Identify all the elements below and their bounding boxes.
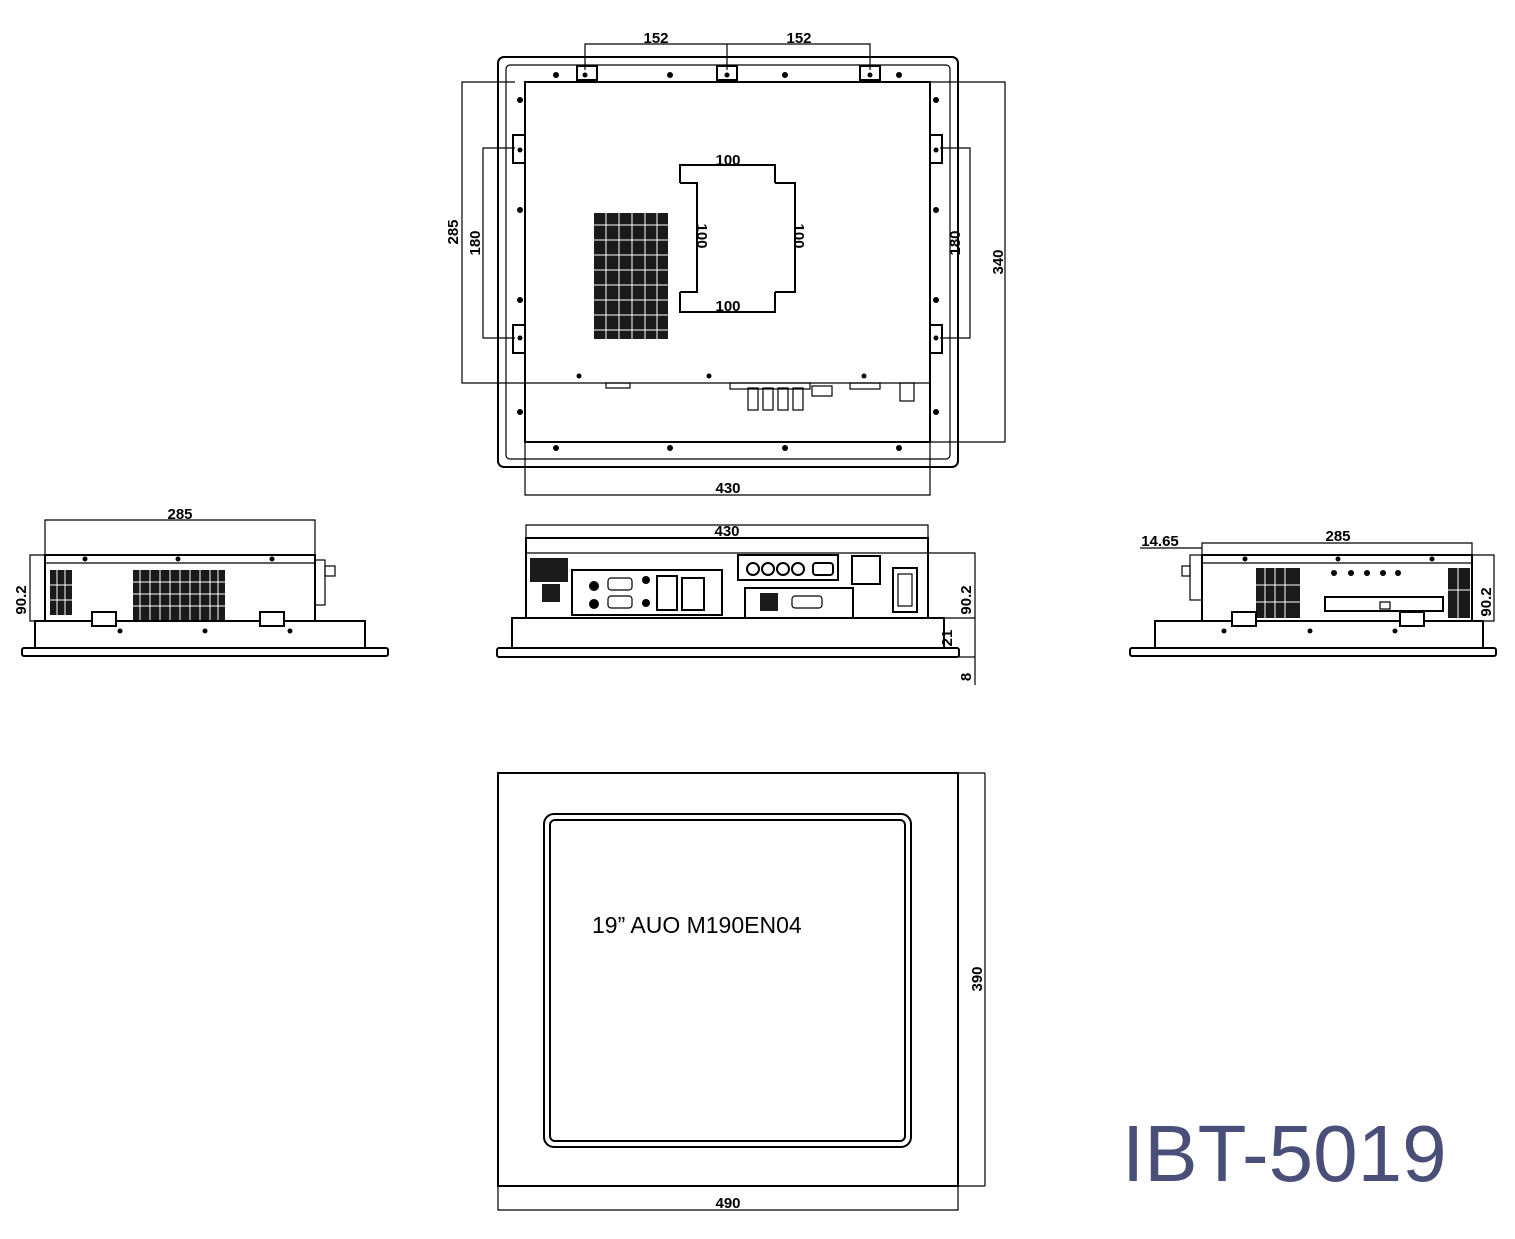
dim-left-side-285: 285 <box>167 506 192 523</box>
left-side-view: 285 90.2 <box>13 506 389 657</box>
bottom-bezel <box>511 617 945 649</box>
rear-screws <box>517 72 939 451</box>
dim-right-side-14-65: 14.65 <box>1141 533 1179 550</box>
rear-io-connectors <box>605 382 915 411</box>
front-screen-inner <box>549 819 906 1142</box>
front-bezel <box>497 772 959 1187</box>
dim-bottom-8: 8 <box>958 673 975 681</box>
dim-bottom-430: 430 <box>714 523 739 540</box>
dim-bottom-21: 21 <box>939 630 956 647</box>
left-side-bezel <box>34 620 366 649</box>
dim-left-285: 285 <box>445 219 462 244</box>
dim-left-side-90-2: 90.2 <box>13 585 30 614</box>
model-title: IBT-5019 <box>1122 1109 1447 1198</box>
dim-left-180: 180 <box>467 230 484 255</box>
dim-right-side-90-2: 90.2 <box>1478 587 1495 616</box>
dim-rear-bottom-430: 430 <box>715 480 740 497</box>
dim-top-right-152: 152 <box>786 30 811 47</box>
rear-cover <box>524 81 931 443</box>
rear-inner-frame <box>505 64 951 460</box>
vesa-pattern <box>679 164 796 313</box>
front-view: 19” AUO M190EN04 490 390 <box>497 772 986 1212</box>
dim-top-left-152: 152 <box>643 30 668 47</box>
right-side-view: 14.65 285 90.2 <box>1129 528 1497 657</box>
bottom-io-panel <box>571 569 723 616</box>
dim-vesa-left: 100 <box>693 223 710 248</box>
dim-right-side-285: 285 <box>1325 528 1350 545</box>
bottom-view: 430 90.2 21 8 <box>496 523 976 685</box>
dim-front-490: 490 <box>715 1195 740 1212</box>
dim-top-152 <box>584 43 871 70</box>
front-screen-outer <box>543 813 912 1148</box>
rear-view: 152 152 100 100 100 100 285 180 180 340 … <box>445 30 1007 497</box>
right-side-bezel <box>1154 620 1484 649</box>
bottom-display-io-panel <box>744 587 854 619</box>
rear-outer-frame <box>497 56 959 468</box>
dim-front-390: 390 <box>969 966 986 991</box>
dim-vesa-bottom: 100 <box>715 298 740 315</box>
bottom-av-panel <box>737 554 839 581</box>
dim-vesa-right: 100 <box>790 223 807 248</box>
dim-vesa-top: 100 <box>715 152 740 169</box>
dim-bottom-90-2: 90.2 <box>958 585 975 614</box>
bottom-body <box>525 537 929 619</box>
panel-model-label: 19” AUO M190EN04 <box>592 912 802 938</box>
dim-right-340: 340 <box>990 249 1007 274</box>
dim-right-180: 180 <box>947 230 964 255</box>
